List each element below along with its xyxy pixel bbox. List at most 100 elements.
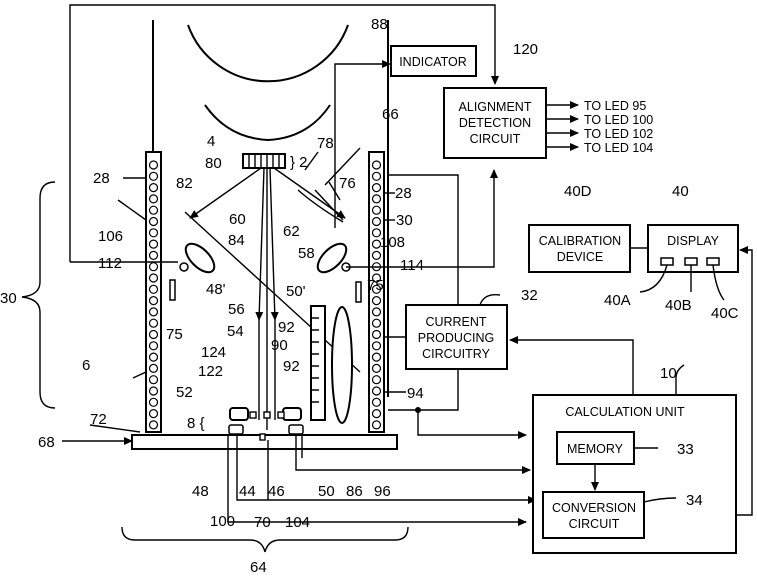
led-ring-dot [150, 308, 158, 316]
grating-92 [311, 306, 325, 420]
led-ring-dot [150, 229, 158, 237]
led-ring-dot [150, 172, 158, 180]
ref-40A: 40A [604, 292, 631, 309]
ref-40B: 40B [665, 297, 692, 314]
ref-60: 60 [229, 211, 246, 228]
ref-54: 54 [227, 323, 244, 340]
led-ring-dot [373, 172, 381, 180]
output-led-100: TO LED 100 [584, 113, 653, 127]
detector-48 [229, 425, 243, 434]
led-ring-dot [150, 398, 158, 406]
alignment-line-2: DETECTION [459, 116, 531, 130]
led-ring-dot [373, 410, 381, 418]
ref-114: 114 [400, 257, 424, 274]
ref-78: 78 [317, 135, 334, 152]
output-led-102: TO LED 102 [584, 127, 653, 141]
display-button-40C [707, 258, 719, 265]
ref-28-left: 28 [93, 170, 110, 187]
ref-92-top: 92 [278, 319, 295, 336]
ref-112: 112 [98, 255, 122, 272]
led-ring-dot [150, 285, 158, 293]
ref-6: 6 [82, 357, 90, 374]
ref-28-right: 28 [395, 185, 412, 202]
ref-64: 64 [250, 559, 267, 576]
ref-48: 48 [192, 483, 209, 500]
led-ring-dot [150, 297, 158, 305]
output-led-104: TO LED 104 [584, 141, 653, 155]
ref-30-brace: 30 [0, 290, 17, 307]
current-line-1: CURRENT [425, 315, 486, 329]
led-ring-dot [373, 195, 381, 203]
ray-up-left [259, 168, 264, 320]
led-ring-dot [373, 218, 381, 226]
ref-8: 8 { [187, 415, 205, 432]
led-ring-dot [150, 331, 158, 339]
led-ring-dot [373, 206, 381, 214]
calibration-device-box [529, 225, 630, 272]
ref-62: 62 [283, 223, 300, 240]
memory-label: MEMORY [567, 442, 624, 456]
display-label: DISPLAY [667, 234, 720, 248]
ref-82: 82 [176, 175, 193, 192]
sensor-75-left [170, 280, 175, 300]
conversion-line-2: CIRCUIT [569, 517, 620, 531]
led-ring-dot [373, 308, 381, 316]
led-ring-dot [150, 376, 158, 384]
led-ring-dot [150, 240, 158, 248]
line-94 [388, 410, 526, 435]
ref-50: 50 [318, 483, 335, 500]
emitter-54 [283, 408, 301, 420]
calibration-line-1: CALIBRATION [539, 234, 621, 248]
ref-122: 122 [198, 363, 223, 380]
ref-34: 34 [686, 492, 703, 509]
led-ring-dot [373, 421, 381, 429]
ray-up-right [270, 168, 275, 320]
emitter-52 [230, 408, 248, 420]
ref-84: 84 [228, 232, 245, 249]
brace-30 [22, 182, 55, 408]
led-ring-dot [373, 319, 381, 327]
current-line-2: PRODUCING [418, 331, 494, 345]
led-ring-dot [373, 342, 381, 350]
ref-80: 80 [205, 155, 222, 172]
lens-90 [332, 307, 352, 423]
ref-32: 32 [521, 287, 538, 304]
led-ring-dot [150, 251, 158, 259]
ref-4: 4 [207, 133, 215, 150]
ref-52: 52 [176, 384, 193, 401]
sensor-106 [181, 239, 219, 277]
ref-40C: 40C [711, 305, 739, 322]
led-ring-dot [150, 161, 158, 169]
ref-68: 68 [38, 434, 55, 451]
current-line-3: CIRCUITRY [422, 347, 490, 361]
ref-66: 66 [382, 106, 399, 123]
ref-56: 56 [228, 301, 245, 318]
ref-96: 96 [374, 483, 391, 500]
ref-10: 10 [660, 365, 677, 382]
alignment-line-3: CIRCUIT [470, 132, 521, 146]
ref-86: 86 [346, 483, 363, 500]
ref-75-left: 75 [166, 326, 183, 343]
ref-33: 33 [677, 441, 694, 458]
ref-120: 120 [513, 41, 538, 58]
ref-94: 94 [407, 385, 424, 402]
led-ring-dot [150, 274, 158, 282]
conversion-line-1: CONVERSION [552, 501, 636, 515]
ref-108: 108 [380, 234, 405, 251]
cornea-outline [205, 105, 330, 140]
led-ring-dot [150, 319, 158, 327]
ref-30-right: 30 [396, 212, 413, 229]
ray-left-reflect [190, 168, 261, 218]
led-ring-dot [373, 398, 381, 406]
eye-outline [188, 25, 348, 81]
led-ring-dot [373, 387, 381, 395]
ref-92-bottom: 92 [283, 358, 300, 375]
ref-75-right: 75 [367, 277, 384, 294]
ref-40: 40 [672, 183, 689, 200]
ref-72: 72 [90, 411, 107, 428]
detector-50 [289, 425, 303, 434]
ref-124: 124 [201, 344, 226, 361]
led-ring-dot [373, 184, 381, 192]
conversion-circuit-box [543, 492, 644, 538]
